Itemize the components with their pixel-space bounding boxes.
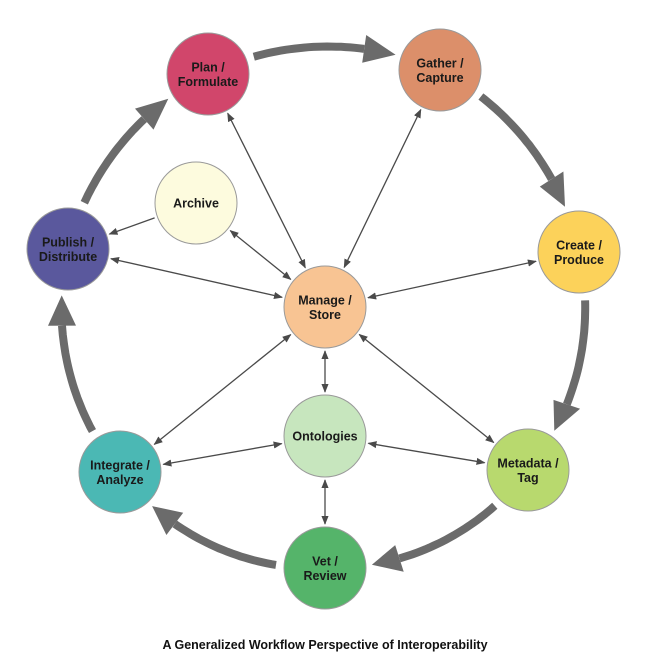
cycle-arrowhead-create	[539, 171, 565, 207]
node-gather: Gather /Capture	[398, 28, 482, 112]
cycle-arrow-integrate-to-publish	[58, 325, 97, 434]
figure-caption: A Generalized Workflow Perspective of In…	[162, 638, 488, 652]
node-archive-label: Archive	[173, 197, 219, 211]
node-integrate-label: Analyze	[96, 473, 143, 487]
cycle-arrow-plan-to-gather	[252, 42, 365, 61]
node-vet-label: Vet /	[312, 554, 338, 568]
connector-manage-create	[367, 259, 537, 300]
node-plan-label: Formulate	[178, 75, 238, 89]
connector-manage-publish	[110, 256, 283, 300]
connector-archive-publish	[108, 217, 155, 235]
connector-manage-gather	[343, 108, 422, 269]
node-metadata-label: Metadata /	[497, 456, 559, 470]
cycle-arrowhead-vet	[371, 545, 404, 572]
connector-manage-metadata	[358, 333, 495, 444]
node-vet-circle	[283, 526, 367, 610]
node-metadata-label: Tag	[517, 471, 538, 485]
cycle-arrows	[48, 35, 590, 572]
node-ontologies: Ontologies	[283, 394, 367, 478]
cycle-arrowhead-metadata	[553, 399, 581, 431]
cycle-arrowhead-publish	[48, 295, 76, 326]
node-publish-circle	[26, 207, 110, 291]
node-integrate: Integrate /Analyze	[78, 430, 162, 514]
node-publish-label: Publish /	[42, 235, 95, 249]
cycle-arrowhead-gather	[362, 35, 396, 63]
node-create-label: Create /	[556, 238, 602, 252]
node-gather-label: Gather /	[416, 56, 464, 70]
node-ontologies-label: Ontologies	[292, 430, 357, 444]
node-metadata-circle	[486, 428, 570, 512]
cycle-arrow-publish-to-plan	[80, 116, 147, 205]
node-ontologies-circle	[283, 394, 367, 478]
node-integrate-label: Integrate /	[90, 458, 150, 472]
connector-manage-archive	[229, 230, 292, 280]
node-create: Create /Produce	[537, 210, 621, 294]
connector-ontologies-metadata	[367, 441, 486, 465]
node-vet-label: Review	[303, 569, 346, 583]
cycle-arrow-gather-to-create	[478, 93, 556, 181]
node-manage-label: Store	[309, 308, 341, 322]
connector-ontologies-integrate	[162, 441, 283, 467]
cycle-arrow-metadata-to-vet	[398, 502, 498, 563]
node-gather-label: Capture	[416, 71, 463, 85]
connector-arrows	[108, 108, 537, 525]
node-manage-circle	[283, 265, 367, 349]
cycle-arrow-vet-to-integrate	[172, 520, 277, 569]
node-publish-label: Distribute	[39, 250, 97, 264]
node-archive: Archive	[154, 161, 238, 245]
connector-manage-integrate	[153, 334, 292, 445]
node-integrate-circle	[78, 430, 162, 514]
node-plan-label: Plan /	[191, 60, 225, 74]
cycle-arrowhead-plan	[135, 98, 169, 130]
cycle-arrowhead-integrate	[152, 506, 184, 535]
connector-manage-plan	[227, 112, 306, 269]
node-metadata: Metadata /Tag	[486, 428, 570, 512]
node-plan-circle	[166, 32, 250, 116]
node-archive-circle	[154, 161, 238, 245]
cycle-arrow-create-to-metadata	[563, 300, 590, 406]
node-vet: Vet /Review	[283, 526, 367, 610]
node-plan: Plan /Formulate	[166, 32, 250, 116]
node-manage: Manage /Store	[283, 265, 367, 349]
node-create-label: Produce	[554, 253, 604, 267]
node-gather-circle	[398, 28, 482, 112]
node-publish: Publish /Distribute	[26, 207, 110, 291]
node-manage-label: Manage /	[298, 293, 352, 307]
node-create-circle	[537, 210, 621, 294]
